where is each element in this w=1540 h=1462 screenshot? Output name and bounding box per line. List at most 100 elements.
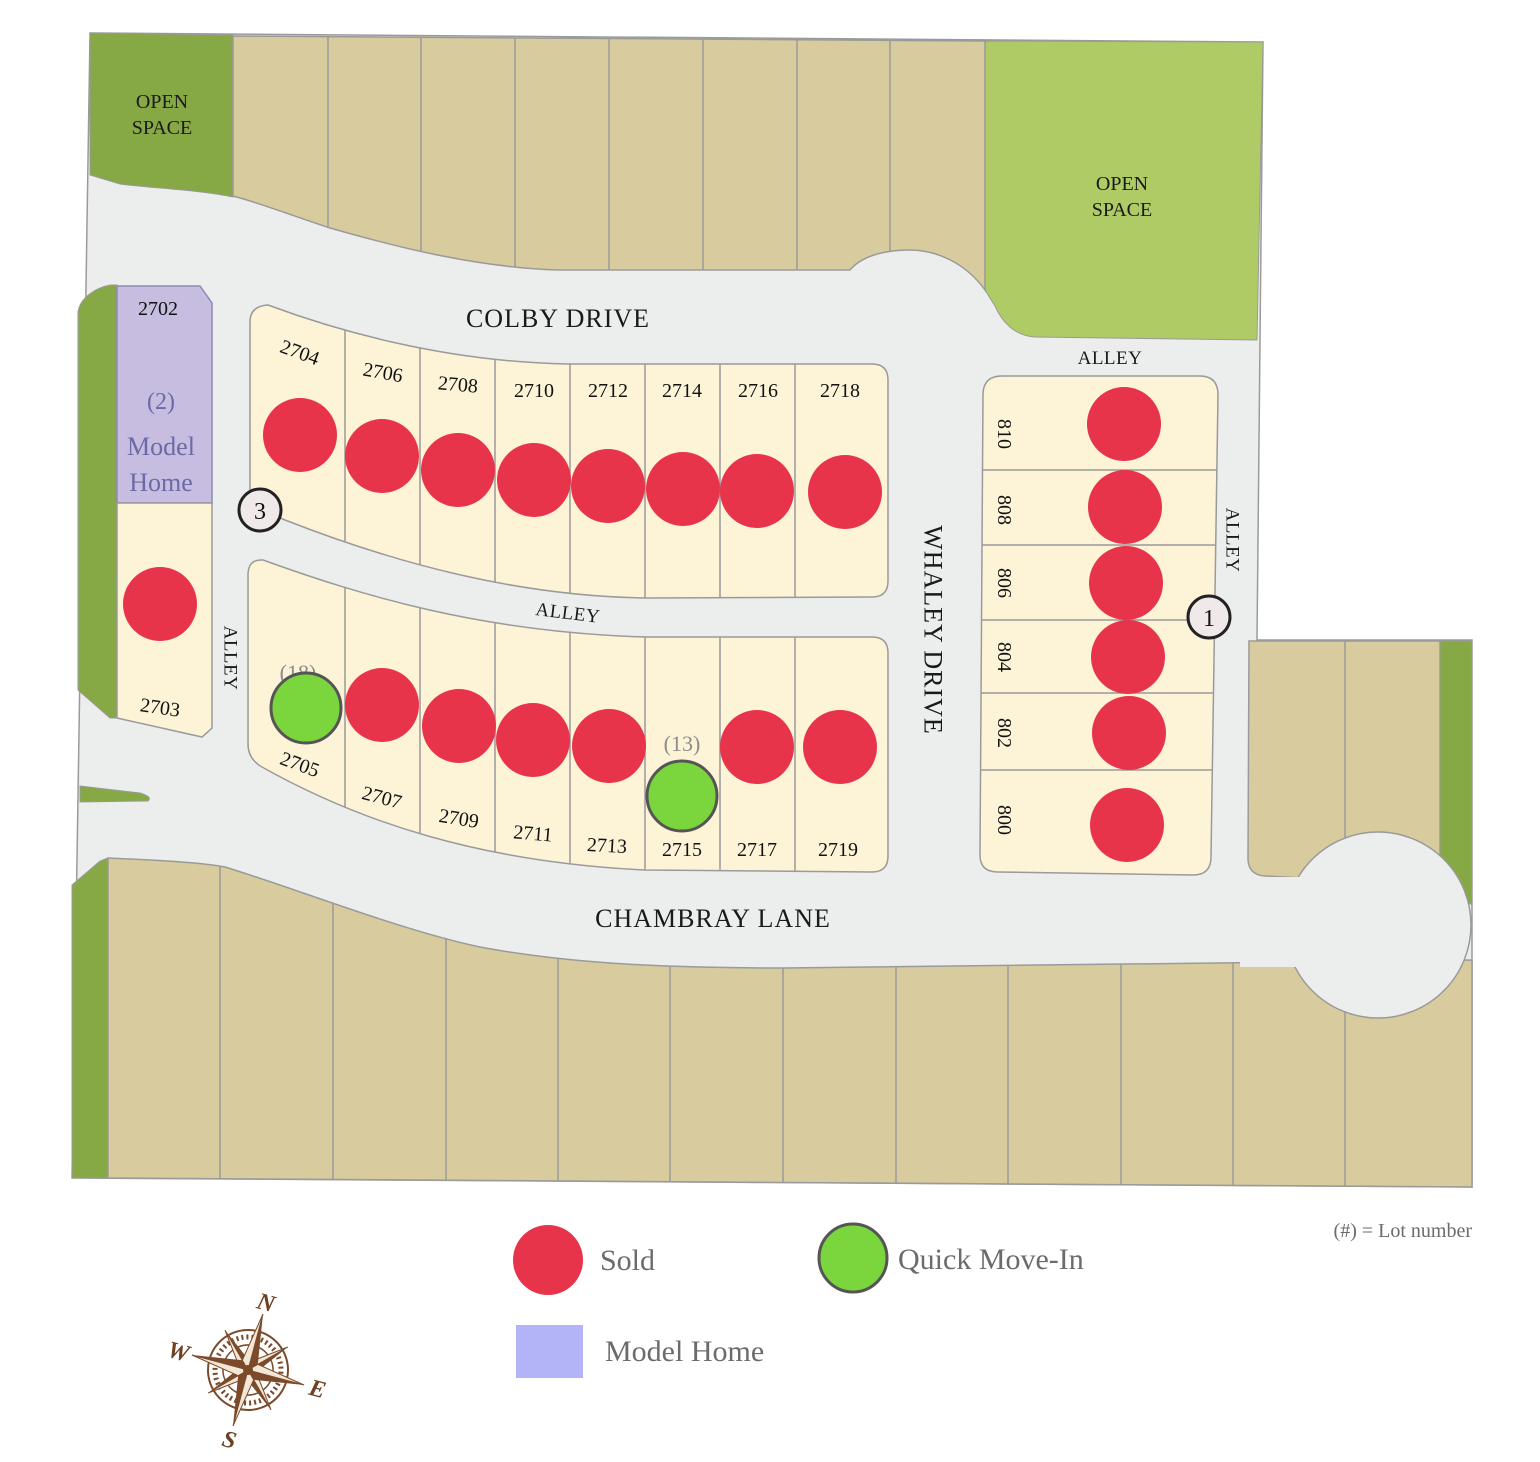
model-home-label-line2: Home bbox=[129, 468, 193, 497]
green-strip-southwest bbox=[71, 857, 109, 1179]
sold-dot bbox=[123, 567, 197, 641]
lot-address: 810 bbox=[993, 419, 1015, 449]
lot-2713: 2713 bbox=[572, 709, 646, 858]
marker-circle bbox=[1186, 594, 1232, 640]
compass-center bbox=[243, 1365, 253, 1375]
lot-address: 2719 bbox=[818, 839, 858, 861]
open-space-ne-label-line2: SPACE bbox=[1092, 199, 1152, 221]
lot-address: 2711 bbox=[512, 821, 553, 846]
sold-dot bbox=[345, 419, 419, 493]
sold-dot bbox=[345, 668, 419, 742]
sold-dot bbox=[1087, 387, 1161, 461]
sold-dot bbox=[803, 710, 877, 784]
green-strip-west bbox=[77, 284, 118, 719]
sold-dot bbox=[422, 689, 496, 763]
lot-number: (13) bbox=[664, 731, 701, 756]
legend-sold-label: Sold bbox=[600, 1244, 655, 1277]
lot-2718: 2718 bbox=[808, 380, 882, 529]
legend-sold-swatch bbox=[513, 1225, 583, 1295]
lot-2706: 2706 bbox=[345, 359, 419, 493]
lot-2703: 2703 bbox=[116, 502, 213, 738]
lot-2710: 2710 bbox=[497, 380, 571, 517]
legend-quick-move-in: Quick Move-In bbox=[817, 1222, 1084, 1294]
compass-north: N bbox=[253, 1288, 279, 1318]
compass-south: S bbox=[219, 1426, 239, 1455]
compass-cardinal-points bbox=[191, 1313, 305, 1427]
sold-dot bbox=[1088, 470, 1162, 544]
lot-address: 2717 bbox=[737, 839, 777, 861]
compass-west: W bbox=[165, 1337, 194, 1368]
green-strip-east bbox=[1439, 640, 1473, 906]
sold-dot bbox=[497, 443, 571, 517]
open-space-ne-label-line1: OPEN bbox=[1096, 173, 1148, 195]
alley-label-west: ALLEY bbox=[220, 626, 241, 691]
lot-2716: 2716 bbox=[720, 380, 794, 528]
sold-dot bbox=[1092, 696, 1166, 770]
open-space-nw-label-line2: SPACE bbox=[132, 117, 192, 139]
lot-address: 806 bbox=[993, 568, 1015, 598]
lot-2709: 2709 bbox=[422, 689, 496, 833]
green-island bbox=[79, 785, 150, 803]
lot-2719: 2719 bbox=[803, 710, 877, 861]
cul-de-sac-junction bbox=[1240, 877, 1300, 967]
compass-rose: N E S W bbox=[165, 1288, 329, 1455]
lot-800: 800 bbox=[993, 788, 1164, 862]
quick-move-in-dot bbox=[645, 759, 719, 833]
lot-address: 2710 bbox=[514, 380, 554, 402]
lot-address: 2716 bbox=[738, 380, 778, 402]
lot-810: 810 bbox=[993, 387, 1161, 461]
lot-address: 804 bbox=[993, 642, 1015, 672]
legend-model-home-label: Model Home bbox=[605, 1335, 764, 1368]
cul-de-sac bbox=[1284, 831, 1472, 1019]
lot-address: 2714 bbox=[662, 380, 702, 402]
legend: Sold Quick Move-In Model Home (#) = Lot … bbox=[513, 1220, 1472, 1378]
lot-address: 800 bbox=[993, 805, 1015, 835]
street-label-whaley-drive: WHALEY DRIVE bbox=[919, 525, 948, 735]
marker-1: 1 bbox=[1186, 594, 1232, 640]
marker-label: 1 bbox=[1203, 606, 1215, 632]
compass-east: E bbox=[305, 1375, 328, 1405]
lot-802: 802 bbox=[993, 696, 1166, 770]
legend-quick-move-in-swatch bbox=[817, 1222, 889, 1294]
lot-2717: 2717 bbox=[720, 710, 794, 861]
lot-address: 2702 bbox=[138, 298, 178, 320]
model-home-label-line1: Model bbox=[127, 432, 195, 461]
sold-dot bbox=[1091, 620, 1165, 694]
lot-address: 2712 bbox=[588, 380, 628, 402]
sold-dot bbox=[646, 452, 720, 526]
lot-2708: 2708 bbox=[421, 372, 495, 507]
model-home-lot bbox=[116, 285, 213, 504]
sold-dot bbox=[720, 454, 794, 528]
marker-label: 3 bbox=[254, 499, 266, 525]
lot-2711: 2711 bbox=[496, 703, 570, 847]
street-label-colby-drive: COLBY DRIVE bbox=[466, 304, 650, 333]
block-east-dividers bbox=[980, 469, 1218, 771]
sold-dot bbox=[808, 455, 882, 529]
marker-circle bbox=[237, 487, 283, 533]
lot-number: (2) bbox=[147, 389, 175, 415]
sold-dot bbox=[263, 398, 337, 472]
lot-address: 2708 bbox=[437, 372, 479, 397]
alley-label-north: ALLEY bbox=[1078, 348, 1143, 369]
lot-2712: 2712 bbox=[571, 380, 645, 523]
sold-dot bbox=[1089, 546, 1163, 620]
lot-address: 802 bbox=[993, 718, 1015, 748]
lot-address: 808 bbox=[993, 495, 1015, 525]
legend-sold: Sold bbox=[513, 1225, 655, 1295]
open-space-nw-label-line1: OPEN bbox=[136, 91, 188, 113]
lot-address: 2718 bbox=[820, 380, 860, 402]
sold-dot bbox=[421, 433, 495, 507]
legend-quick-move-in-label: Quick Move-In bbox=[898, 1243, 1084, 1276]
marker-3: 3 bbox=[237, 487, 283, 533]
legend-model-home-swatch bbox=[516, 1325, 583, 1378]
lot-2702-model-home: 2702 (2) Model Home bbox=[116, 285, 213, 504]
quick-move-in-dot bbox=[269, 671, 343, 745]
lot-address: 2713 bbox=[586, 834, 627, 858]
lot-address: 2715 bbox=[662, 839, 702, 861]
lot-2715: (13) 2715 bbox=[645, 731, 719, 861]
open-space-ne bbox=[984, 40, 1264, 341]
sold-dot bbox=[496, 703, 570, 777]
alley-label-east: ALLEY bbox=[1222, 508, 1243, 573]
legend-model-home: Model Home bbox=[516, 1325, 764, 1378]
